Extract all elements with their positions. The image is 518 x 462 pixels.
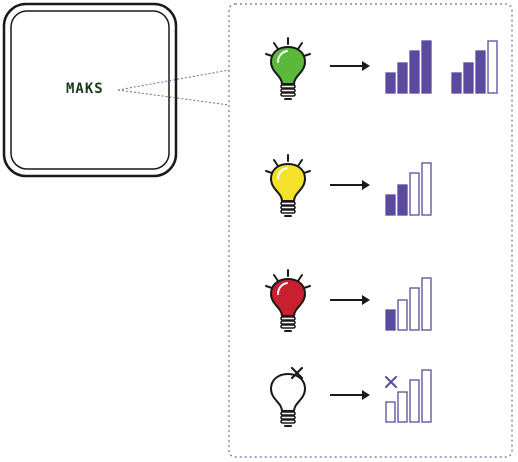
bulb-base-ring — [280, 411, 296, 416]
bulb-off-cross-icon — [290, 366, 304, 380]
signal-bar — [409, 172, 420, 216]
signal-bars-icon — [385, 40, 432, 94]
no-signal-icon — [385, 376, 397, 388]
signal-bars-icon — [385, 369, 432, 423]
signal-bars-icon — [385, 277, 432, 331]
signal-bar — [397, 391, 408, 423]
signal-bar — [451, 72, 462, 94]
bulb-glass — [270, 163, 306, 202]
bulb-highlight — [277, 282, 288, 295]
signal-bar — [385, 309, 396, 331]
state-row-red — [265, 269, 432, 332]
signal-bar — [409, 379, 420, 423]
bulb-glass — [270, 46, 306, 85]
signal-bar — [421, 277, 432, 331]
bulb-base-ring — [280, 205, 296, 210]
signal-bar — [385, 72, 396, 94]
bulb-base-ring — [280, 209, 296, 214]
signal-bar — [397, 299, 408, 331]
arrow-icon — [330, 180, 370, 190]
signal-bar — [421, 369, 432, 423]
bulb-base-ring — [280, 316, 296, 321]
device-box — [2, 2, 178, 178]
signal-bars-icon — [451, 40, 498, 94]
bulb-base-ring — [280, 320, 296, 325]
glow-rays-icon — [265, 154, 311, 174]
bulb-glass — [270, 373, 306, 412]
state-row-yellow — [265, 154, 432, 217]
signal-bar — [475, 50, 486, 94]
signal-bar — [385, 194, 396, 216]
signal-bar — [421, 40, 432, 94]
bulb-base-ring — [280, 84, 296, 89]
arrow-icon — [330, 295, 370, 305]
arrow-icon — [330, 390, 370, 400]
signal-bar — [409, 50, 420, 94]
arrow-icon — [330, 61, 370, 71]
signal-bar — [409, 287, 420, 331]
signal-bars-icon — [385, 162, 432, 216]
legend-panel — [228, 3, 513, 458]
lightbulb-icon — [270, 163, 306, 217]
bulb-glass — [270, 278, 306, 317]
glow-rays-icon — [265, 37, 311, 57]
signal-bar — [487, 40, 498, 94]
bulb-base-ring — [280, 419, 296, 424]
bulb-base-ring — [280, 324, 296, 329]
bulb-highlight — [277, 167, 288, 180]
lightbulb-icon — [270, 373, 306, 427]
bulb-base-ring — [280, 415, 296, 420]
device-label: MAKS — [66, 81, 104, 97]
signal-bar — [397, 184, 408, 216]
state-row-off — [270, 366, 432, 427]
lightbulb-icon — [270, 278, 306, 332]
glow-rays-icon — [265, 269, 311, 289]
signal-bar — [385, 401, 396, 423]
signal-bar — [421, 162, 432, 216]
bulb-base-ring — [280, 92, 296, 97]
bulb-base-ring — [280, 88, 296, 93]
signal-bar — [397, 62, 408, 94]
bulb-base-ring — [280, 201, 296, 206]
state-row-green — [265, 37, 498, 100]
signal-bar — [463, 62, 474, 94]
lightbulb-icon — [270, 46, 306, 100]
bulb-highlight — [277, 50, 288, 63]
